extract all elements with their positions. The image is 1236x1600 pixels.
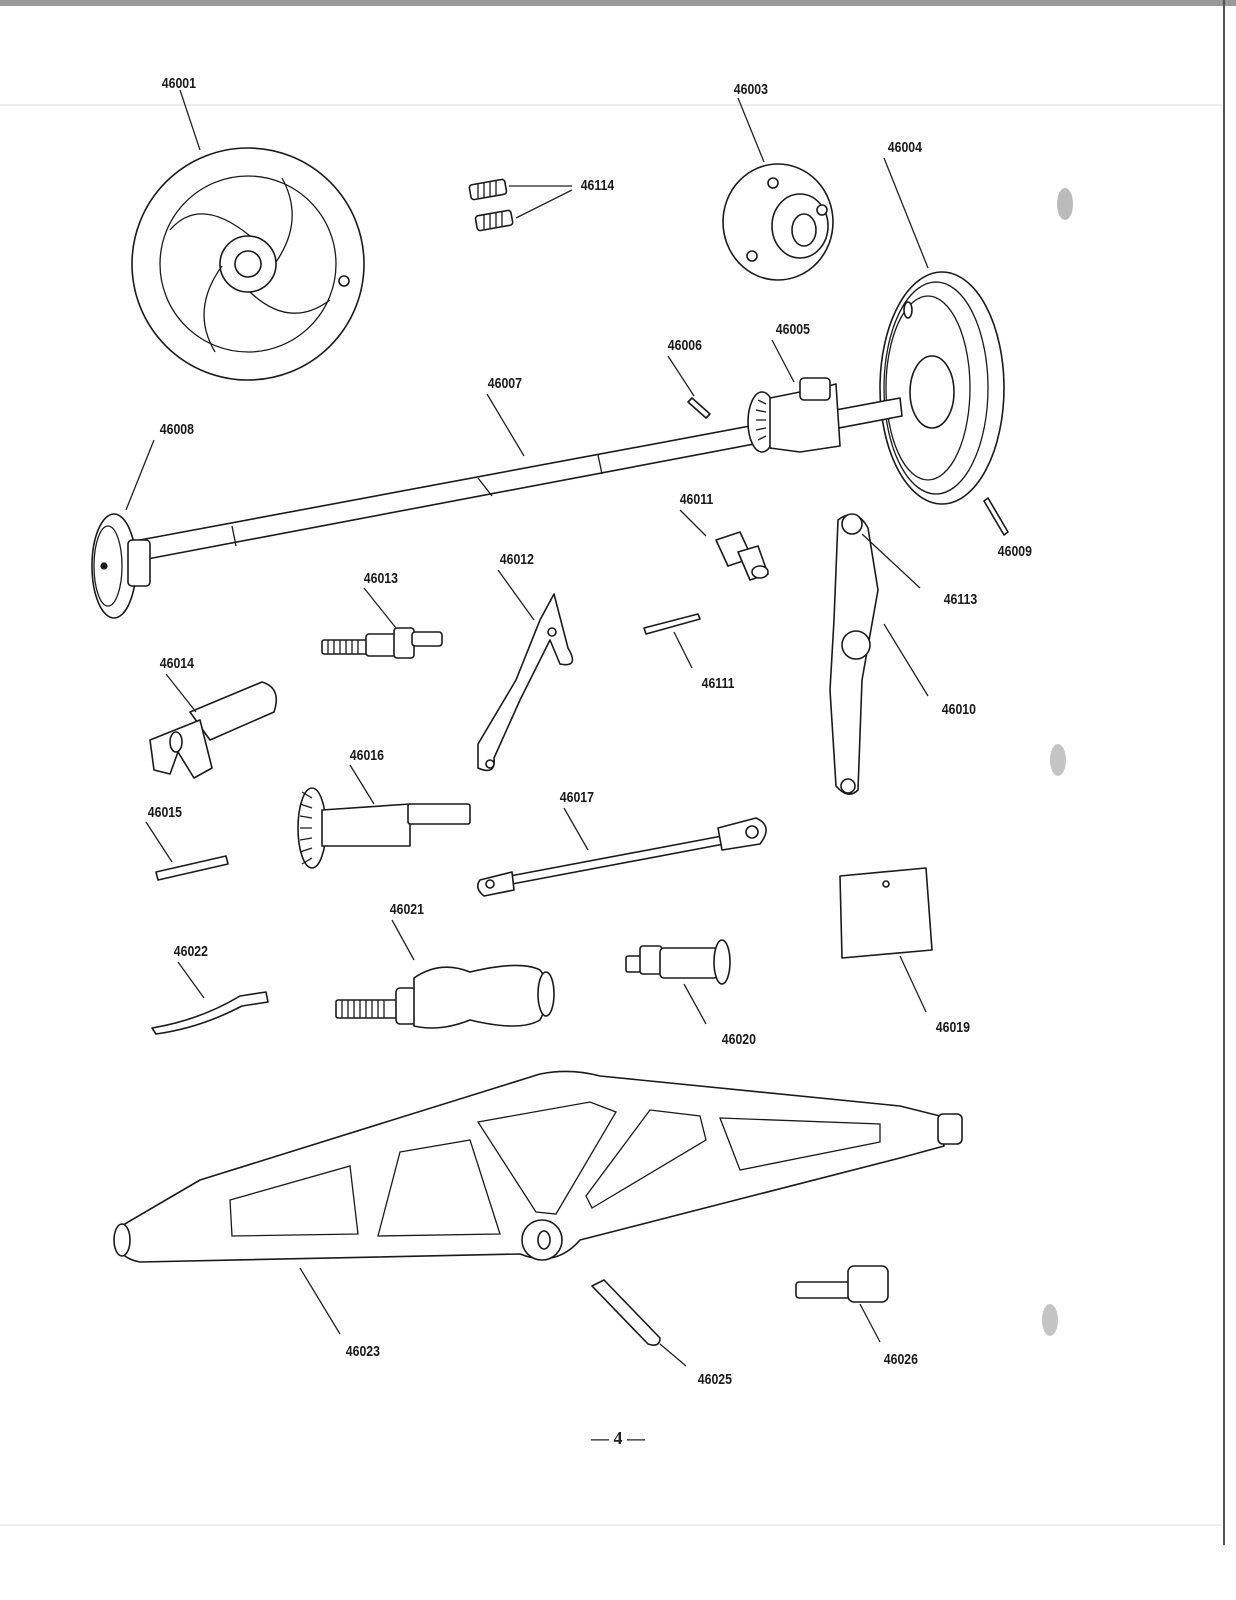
part-label-46113: 46113: [944, 591, 978, 607]
leader-46026: [859, 1303, 881, 1343]
part-label-46025: 46025: [698, 1371, 733, 1387]
binder-hole-mark: [1042, 1304, 1058, 1336]
part-46023-frame-arm: [113, 1070, 963, 1263]
part-46013-stud-screw: [321, 627, 443, 659]
part-label-46023: 46023: [346, 1343, 381, 1359]
part-46025-pin: [591, 1279, 661, 1346]
part-label-46114: 46114: [581, 177, 615, 193]
leader-46020: [683, 983, 707, 1025]
page-number: — 4 —: [591, 1428, 645, 1448]
part-label-46015: 46015: [148, 804, 183, 820]
part-label-46009: 46009: [998, 543, 1033, 559]
leader-46114: [515, 189, 573, 219]
part-46014-bracket: [149, 681, 278, 779]
part-46009-pin: [983, 497, 1009, 536]
leader-46010: [883, 623, 929, 697]
part-label-46111: 46111: [702, 675, 735, 691]
leader-46019: [899, 955, 927, 1013]
binder-hole-mark: [1057, 188, 1073, 220]
part-46001-handwheel: [131, 147, 365, 381]
part-46021-handle: [335, 964, 555, 1029]
part-label-46014: 46014: [160, 655, 195, 671]
part-label-46019: 46019: [936, 1019, 971, 1035]
leader-46015: [145, 821, 173, 863]
part-label-46008: 46008: [160, 421, 195, 437]
part-46026-stud: [795, 1265, 889, 1303]
part-label-46026: 46026: [884, 1351, 919, 1367]
part-label-46013: 46013: [364, 570, 399, 586]
part-46010-connecting-arm: [829, 513, 879, 795]
leader-46025: [659, 1343, 687, 1367]
binder-hole-mark: [1050, 744, 1066, 776]
leader-46113: [861, 533, 921, 589]
part-46005-bevel-gear: [747, 377, 841, 453]
leader-46021: [391, 919, 415, 961]
part-label-46021: 46021: [390, 901, 425, 917]
part-46022-spring: [151, 991, 269, 1035]
part-label-46020: 46020: [722, 1031, 757, 1047]
leader-46008: [125, 439, 155, 511]
leader-46022: [177, 961, 205, 999]
part-label-46006: 46006: [668, 337, 703, 353]
leader-46017: [563, 807, 589, 851]
part-46017-rod: [476, 817, 767, 897]
leader-46007: [486, 393, 525, 457]
part-46020-stud: [625, 939, 731, 985]
part-46011-stud: [715, 531, 769, 581]
part-label-46012: 46012: [500, 551, 535, 567]
part-labels: 46001 46114 46003 46004 46005 46006 4600…: [148, 75, 1033, 1387]
part-46004-belt-wheel: [879, 271, 1005, 505]
part-label-46007: 46007: [488, 375, 523, 391]
leader-46013: [363, 587, 397, 629]
part-label-46022: 46022: [174, 943, 209, 959]
part-label-46003: 46003: [734, 81, 769, 97]
part-46016-gear-shaft: [297, 787, 471, 869]
part-46111-pin: [643, 613, 701, 635]
part-46008-shaft-crank: [91, 513, 151, 619]
leader-46023: [299, 1267, 341, 1335]
part-label-46017: 46017: [560, 789, 595, 805]
leader-46016: [349, 764, 375, 805]
part-46114-set-screws: [468, 178, 514, 232]
leader-46005: [771, 339, 795, 383]
leader-46012: [497, 569, 535, 621]
scan-top-edge: [0, 0, 1236, 6]
part-label-46001: 46001: [162, 75, 197, 91]
part-46019-plate: [839, 867, 933, 959]
part-46012-lever: [477, 593, 574, 772]
part-label-46004: 46004: [888, 139, 923, 155]
part-label-46016: 46016: [350, 747, 385, 763]
part-46006-pin: [687, 397, 711, 419]
leader-46011: [679, 509, 707, 537]
leader-46004: [883, 157, 929, 269]
leader-46014: [165, 673, 197, 713]
leader-46111: [673, 631, 693, 669]
part-46015-pin: [155, 855, 229, 881]
part-label-46005: 46005: [776, 321, 811, 337]
leader-46006: [667, 355, 695, 397]
part-label-46011: 46011: [680, 491, 714, 507]
leader-46003: [737, 97, 765, 163]
leader-46001: [179, 89, 201, 151]
leader-lines: [125, 89, 929, 1367]
part-46003-collar: [722, 163, 834, 281]
part-label-46010: 46010: [942, 701, 977, 717]
